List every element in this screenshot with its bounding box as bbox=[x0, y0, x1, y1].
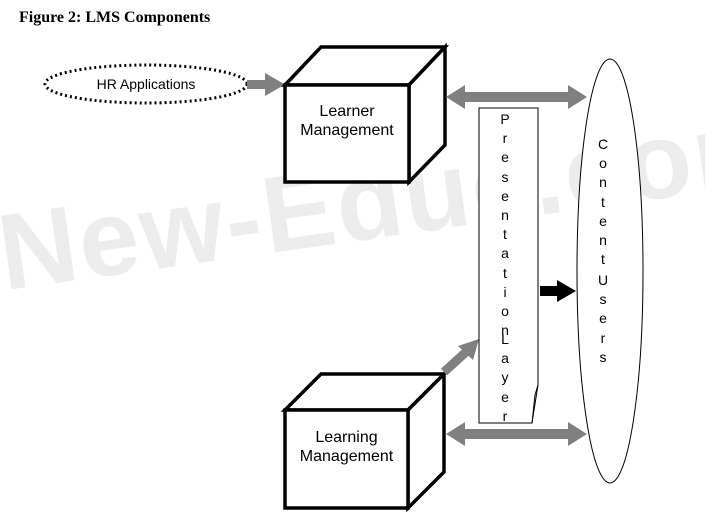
presentation-letter: s bbox=[501, 168, 509, 185]
content-letter: t bbox=[601, 193, 605, 210]
presentation-layer-box bbox=[478, 107, 539, 424]
hr-to-learner-arrow bbox=[247, 73, 285, 96]
layer-letter: y bbox=[501, 369, 509, 386]
content-letter: t bbox=[601, 251, 605, 268]
learning-management-cube bbox=[280, 369, 449, 513]
layer-letter: e bbox=[501, 388, 509, 405]
learner-management-cube bbox=[280, 42, 450, 187]
presentation-layer-fold bbox=[531, 384, 539, 424]
content-letter: o bbox=[599, 155, 607, 172]
learning-management-label: Learning Management bbox=[285, 428, 408, 466]
presentation-letter: o bbox=[501, 302, 509, 319]
presentation-to-users-arrow bbox=[540, 280, 576, 302]
presentation-letter: n bbox=[501, 322, 509, 339]
content-letter: n bbox=[599, 231, 607, 248]
layer-letter: r bbox=[502, 407, 508, 424]
users-letter: e bbox=[599, 310, 607, 327]
learning-label-line-1: Learning bbox=[315, 429, 378, 446]
learner-management-label: Learner Management bbox=[285, 102, 409, 140]
layer-letter: L bbox=[501, 331, 509, 347]
presentation-letter: n bbox=[501, 206, 509, 223]
content-letter: n bbox=[599, 174, 607, 191]
learner-label-line-1: Learner bbox=[319, 103, 375, 120]
presentation-letter: P bbox=[500, 111, 510, 127]
users-letter: s bbox=[599, 291, 607, 308]
presentation-letter: i bbox=[503, 283, 507, 300]
presentation-letter: t bbox=[503, 264, 507, 281]
presentation-letter: t bbox=[503, 226, 507, 243]
content-letter: C bbox=[597, 136, 609, 152]
presentation-letter: a bbox=[501, 245, 509, 262]
content-users-ellipse bbox=[576, 58, 644, 484]
learner-users-double-arrow bbox=[446, 85, 587, 109]
learning-to-presentation-arrow bbox=[440, 339, 479, 376]
content-letter: e bbox=[599, 212, 607, 229]
figure-title: Figure 2: LMS Components bbox=[19, 9, 211, 26]
presentation-letter: e bbox=[501, 187, 509, 204]
hr-applications-label: HR Applications bbox=[96, 76, 196, 92]
learning-label-line-2: Management bbox=[299, 448, 394, 465]
users-letter: r bbox=[600, 329, 606, 346]
learning-users-double-arrow bbox=[446, 422, 587, 446]
users-letter: U bbox=[597, 272, 609, 288]
presentation-letter: r bbox=[502, 130, 508, 147]
layer-letter: a bbox=[501, 350, 509, 367]
presentation-letter: e bbox=[501, 149, 509, 166]
learner-label-line-2: Management bbox=[300, 122, 394, 139]
users-letter: s bbox=[599, 348, 607, 365]
